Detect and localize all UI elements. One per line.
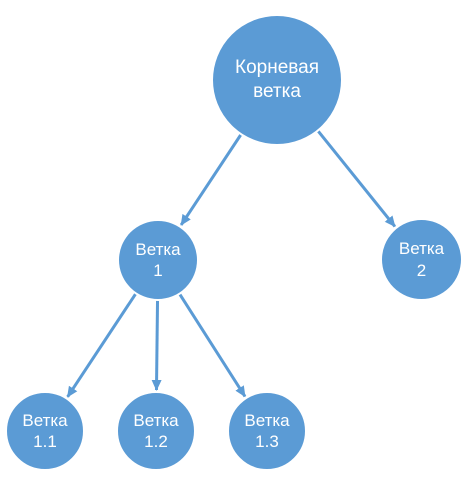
edge-root-to-n2 [315, 128, 397, 228]
node-branch-1-2: Ветка 1.2 [116, 391, 196, 471]
node-branch-1: Ветка 1 [117, 219, 199, 301]
edge-n1-to-n11 [66, 291, 138, 398]
edge-root-to-n1 [179, 132, 243, 226]
node-root-label: Корневая ветка [235, 57, 319, 102]
node-branch-1-2-label: Ветка 1.2 [133, 410, 179, 451]
node-branch-2: Ветка 2 [380, 218, 463, 301]
node-branch-1-3: Ветка 1.3 [227, 391, 307, 471]
node-branch-1-1-label: Ветка 1.1 [22, 410, 68, 451]
node-branch-1-3-label: Ветка 1.3 [244, 410, 290, 451]
node-root: Корневая ветка [211, 14, 343, 146]
edge-n1-to-n13 [177, 292, 247, 398]
node-branch-1-1: Ветка 1.1 [5, 391, 85, 471]
node-branch-1-label: Ветка 1 [135, 239, 181, 280]
edge-n1-to-n12 [151, 298, 162, 392]
node-branch-2-label: Ветка 2 [398, 239, 445, 280]
